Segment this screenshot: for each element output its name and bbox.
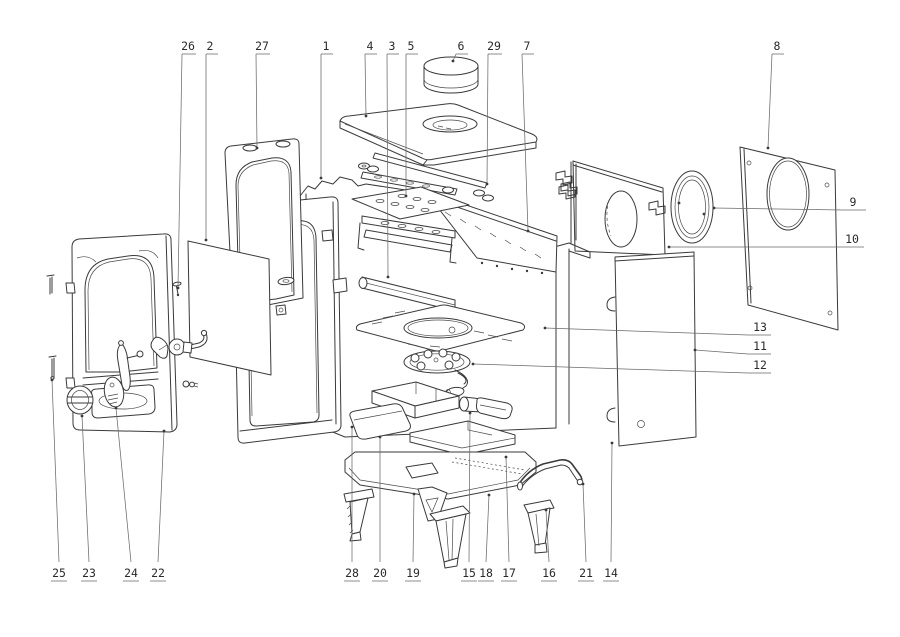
part-air-manifold — [351, 186, 470, 264]
part-spin-wheel-knob — [66, 385, 94, 415]
part-label-16: 16 — [542, 566, 556, 580]
part-label-9: 9 — [850, 195, 857, 209]
part-label-10: 10 — [845, 232, 859, 246]
part-left-hearth-tray — [349, 403, 411, 440]
part-label-6: 6 — [458, 39, 465, 53]
part-slotted-strip — [360, 171, 494, 202]
part-door-glass-panel — [187, 240, 272, 376]
part-label-14: 14 — [604, 566, 618, 580]
part-side-lip-tray — [475, 397, 513, 420]
part-label-2: 2 — [207, 39, 214, 53]
part-stove-door — [65, 233, 193, 433]
part-label-26: 26 — [181, 39, 195, 53]
part-label-11: 11 — [753, 339, 767, 353]
part-label-20: 20 — [373, 566, 387, 580]
part-label-5: 5 — [408, 39, 415, 53]
part-leg-front-center — [429, 505, 471, 569]
part-label-12: 12 — [753, 358, 767, 372]
part-label-23: 23 — [82, 566, 96, 580]
part-number-labels: 26 2 27 1 4 3 5 6 29 7 8 9 10 13 11 12 2… — [52, 39, 859, 580]
part-flue-cap — [423, 56, 479, 94]
part-label-28: 28 — [345, 566, 359, 580]
part-label-4: 4 — [367, 39, 374, 53]
part-side-panel — [606, 251, 697, 447]
leader-lines — [50, 53, 866, 582]
part-label-18: 18 — [479, 566, 493, 580]
part-leg-front-left — [343, 488, 375, 542]
part-leg-right — [523, 499, 555, 554]
part-label-22: 22 — [151, 566, 165, 580]
part-damper-lever — [116, 340, 144, 391]
part-label-21: 21 — [579, 566, 593, 580]
part-top-plate — [339, 103, 538, 166]
part-label-1: 1 — [323, 39, 330, 53]
part-label-8: 8 — [774, 39, 781, 53]
part-shaker-grate — [403, 348, 471, 374]
part-label-3: 3 — [389, 39, 396, 53]
part-label-15: 15 — [462, 566, 476, 580]
part-fastener-pins — [46, 274, 182, 380]
part-latch-handle — [150, 336, 169, 359]
part-top-trim-blade — [358, 152, 488, 189]
part-label-13: 13 — [753, 320, 767, 334]
part-label-7: 7 — [524, 39, 531, 53]
part-label-24: 24 — [124, 566, 138, 580]
part-inner-rear-panel — [555, 160, 666, 256]
part-front-fender-rail — [517, 459, 584, 491]
part-flue-collar-ring — [670, 170, 714, 244]
part-label-25: 25 — [52, 566, 66, 580]
part-label-17: 17 — [502, 566, 516, 580]
part-outer-rear-panel — [739, 146, 839, 331]
part-label-27: 27 — [255, 39, 269, 53]
part-label-19: 19 — [406, 566, 420, 580]
part-lower-hearth-tray — [409, 420, 516, 456]
part-label-29: 29 — [487, 39, 501, 53]
part-grate-support-plate — [355, 304, 526, 352]
